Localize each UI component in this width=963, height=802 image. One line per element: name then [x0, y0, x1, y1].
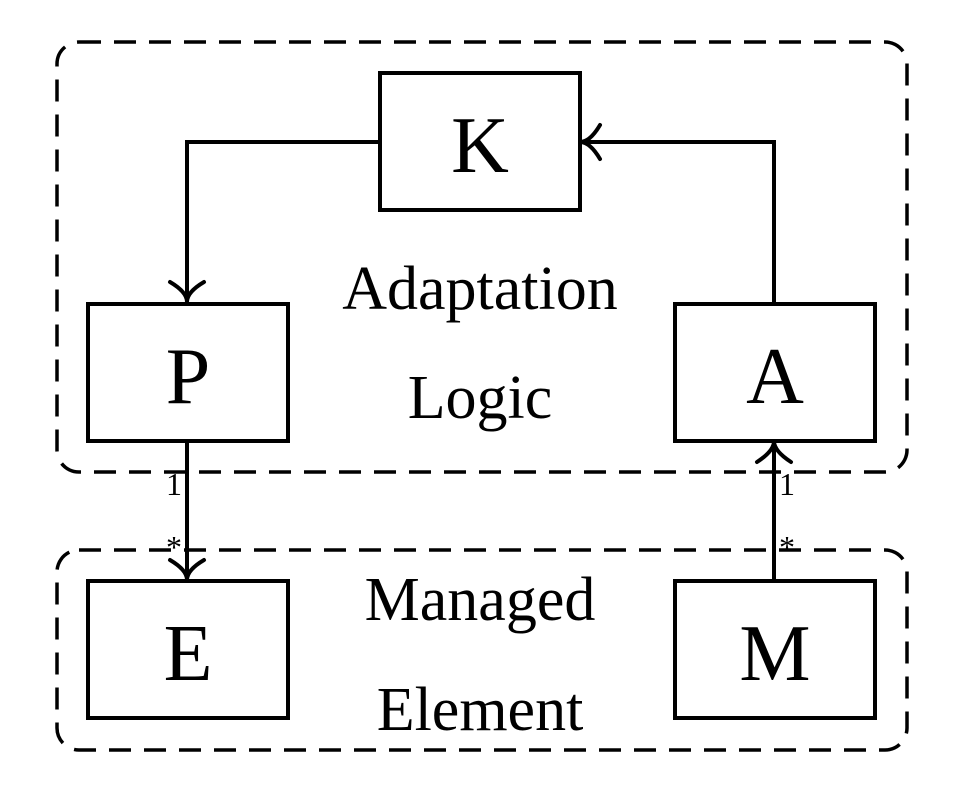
adaptation-logic-label-line1: Adaptation: [342, 255, 618, 323]
multiplicity-a-target: 1: [779, 466, 795, 502]
multiplicity-m-source: *: [779, 529, 795, 565]
box-a-label: A: [746, 333, 804, 421]
managed-element-label-line1: Managed: [365, 566, 596, 634]
box-k: [378, 71, 582, 212]
multiplicity-e-target: *: [166, 529, 182, 565]
box-p: [86, 302, 290, 443]
box-a: [673, 302, 877, 443]
box-p-label: P: [166, 333, 211, 421]
edge-a-to-k: [580, 140, 776, 304]
adaptation-logic-group: [55, 40, 909, 474]
managed-element-group: [55, 548, 909, 752]
box-e-label: E: [164, 610, 213, 698]
managed-element-label-line2: Element: [377, 676, 584, 744]
box-k-label: K: [451, 102, 509, 190]
box-e: [86, 579, 290, 720]
multiplicity-p-source: 1: [166, 466, 182, 502]
edge-k-to-p: [185, 140, 380, 302]
box-m: [673, 579, 877, 720]
box-m-label: M: [739, 610, 810, 698]
adaptation-logic-label-line2: Logic: [408, 364, 553, 432]
